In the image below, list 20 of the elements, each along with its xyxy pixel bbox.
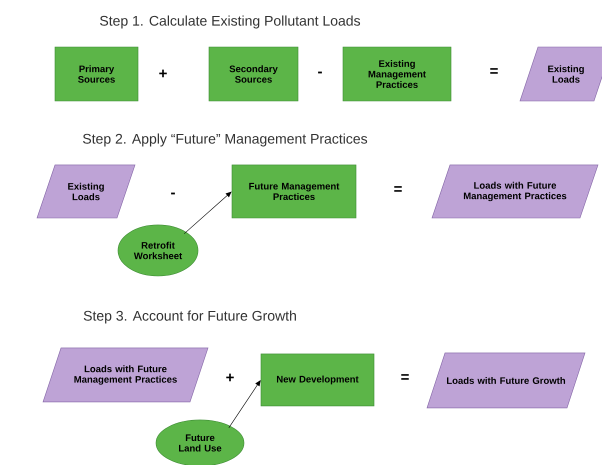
operator-sign: +	[159, 70, 167, 78]
data-parallelogram: Loads with Future Growth	[426, 352, 586, 408]
arrow	[228, 380, 261, 428]
process-box: Future Management Practices	[232, 164, 356, 218]
data-parallelogram: Existing Loads	[520, 46, 602, 102]
process-box: Primary Sources	[54, 46, 138, 102]
operator-sign: =	[401, 374, 409, 380]
process-box: Existing Management Practices	[342, 46, 452, 102]
operator-sign: +	[226, 374, 234, 382]
operator-sign: -	[171, 192, 175, 194]
process-box: New Development	[260, 354, 374, 406]
process-box: Secondary Sources	[208, 46, 298, 102]
step-heading: Step 1. Calculate Existing Pollutant Loads	[100, 15, 360, 28]
data-parallelogram: Loads with Future Management Practices	[432, 164, 598, 218]
operator-sign: =	[490, 68, 498, 74]
step-heading: Step 2. Apply “Future” Management Practices	[83, 133, 368, 146]
operator-sign: -	[318, 72, 322, 74]
step-heading: Step 3. Account for Future Growth	[84, 310, 296, 324]
data-parallelogram: Existing Loads	[36, 164, 136, 218]
operator-sign: =	[394, 186, 402, 192]
